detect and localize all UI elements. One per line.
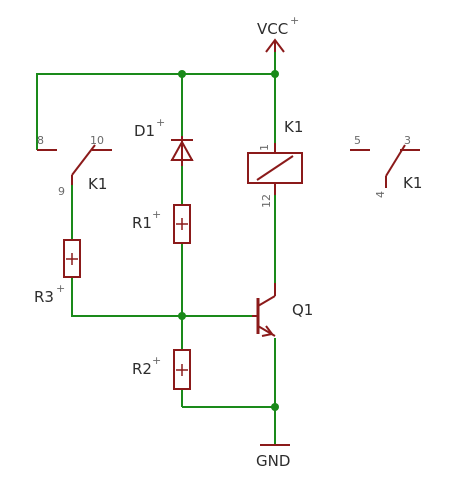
right-switch-pin-4: 4 (374, 191, 387, 198)
gnd-label: GND (256, 452, 290, 470)
coil-pin-12: 12 (260, 194, 273, 208)
r3-label: R3 (34, 288, 54, 306)
left-switch-pin-9: 9 (58, 185, 65, 198)
right-switch-pin-3: 3 (404, 134, 411, 147)
transistor-q1 (252, 283, 276, 337)
junction-top-diode (178, 70, 186, 78)
d1-plus-mark: + (156, 116, 165, 129)
junction-bottom (271, 403, 279, 411)
k1-coil-label: K1 (284, 118, 303, 136)
diode-d1 (170, 136, 194, 166)
wires (36, 52, 276, 445)
relay-contact-right (350, 144, 420, 188)
left-switch-pin-10: 10 (90, 134, 104, 147)
r1-plus-mark: + (152, 208, 161, 221)
right-switch-pin-5: 5 (354, 134, 361, 147)
d1-label: D1 (134, 122, 155, 140)
q1-label: Q1 (292, 301, 313, 319)
k1-left-label: K1 (88, 175, 107, 193)
coil-pin-1: 1 (258, 144, 271, 151)
vcc-plus-mark: + (290, 14, 299, 27)
k1-right-label: K1 (403, 174, 422, 192)
relay-coil-k1 (247, 143, 303, 195)
vcc-symbol (265, 38, 285, 53)
r3-plus-mark: + (56, 282, 65, 295)
resistor-r3 (63, 239, 81, 278)
r2-plus-mark: + (152, 354, 161, 367)
junction-base (178, 312, 186, 320)
vcc-label: VCC (257, 20, 288, 38)
wire-base (71, 277, 252, 317)
relay-contact-left (37, 144, 112, 185)
resistor-r1 (173, 204, 191, 244)
resistor-r2 (173, 349, 191, 390)
r1-label: R1 (132, 214, 152, 232)
r2-label: R2 (132, 360, 152, 378)
wire-top-rail (36, 73, 275, 150)
junction-top-vcc (271, 70, 279, 78)
junctions (178, 70, 279, 411)
left-switch-pin-8: 8 (37, 134, 44, 147)
